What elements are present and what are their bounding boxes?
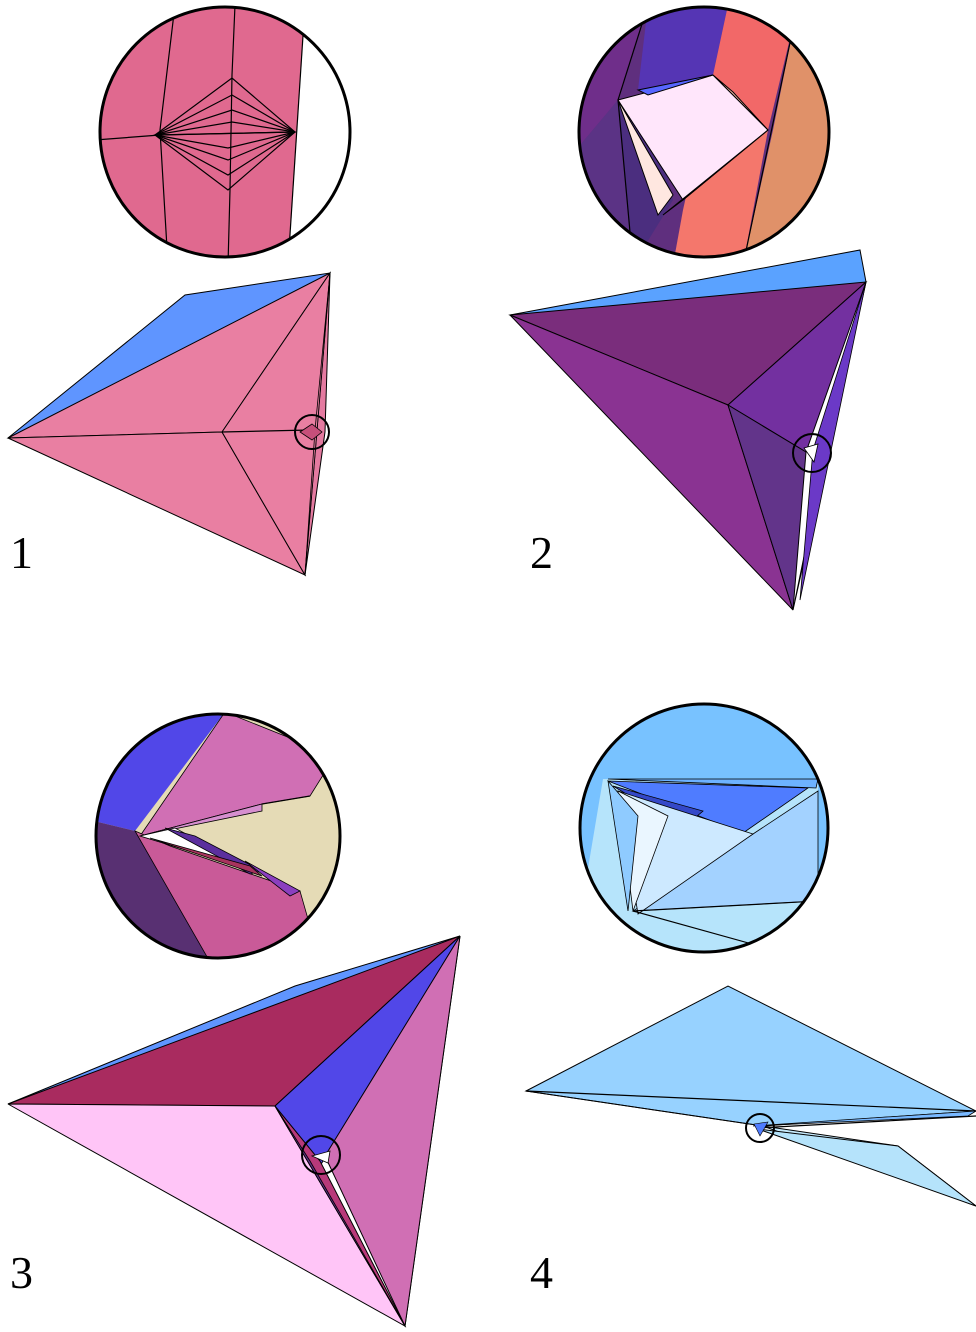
polyhedron-4: [524, 985, 976, 1207]
panel-3: 3: [0, 666, 488, 1332]
zoom-ring-1: [98, 5, 352, 259]
polyhedron-1: [6, 271, 332, 577]
zoom-inset-1: [100, 7, 350, 257]
panel-label-2: 2: [530, 527, 553, 578]
zoom-ring-2: [577, 5, 831, 259]
panel-2-diagram: [508, 5, 868, 611]
panel-label-3: 3: [10, 1247, 33, 1298]
panel-1-diagram: [6, 5, 352, 577]
zoom-ring-4: [578, 702, 830, 954]
panel-label-4: 4: [530, 1247, 553, 1298]
zoom-inset-4: [580, 704, 828, 952]
panel-label-1: 1: [10, 527, 33, 578]
zoom-marker-4: [745, 1113, 775, 1143]
zoom-inset-3: [96, 714, 340, 958]
polyhedron-2: [508, 249, 868, 611]
panel-2: 2: [488, 0, 976, 666]
panel-4-diagram: [524, 702, 976, 1207]
zoom-ring-3: [94, 712, 342, 960]
panel-3-diagram: [7, 712, 461, 1328]
zoom-marker-2: [792, 433, 832, 473]
zoom-marker-3: [301, 1135, 341, 1175]
polyhedron-3: [7, 935, 461, 1328]
zoom-marker-1: [294, 414, 330, 450]
panel-1: 1: [0, 0, 488, 666]
panel-4: 4: [488, 666, 976, 1332]
